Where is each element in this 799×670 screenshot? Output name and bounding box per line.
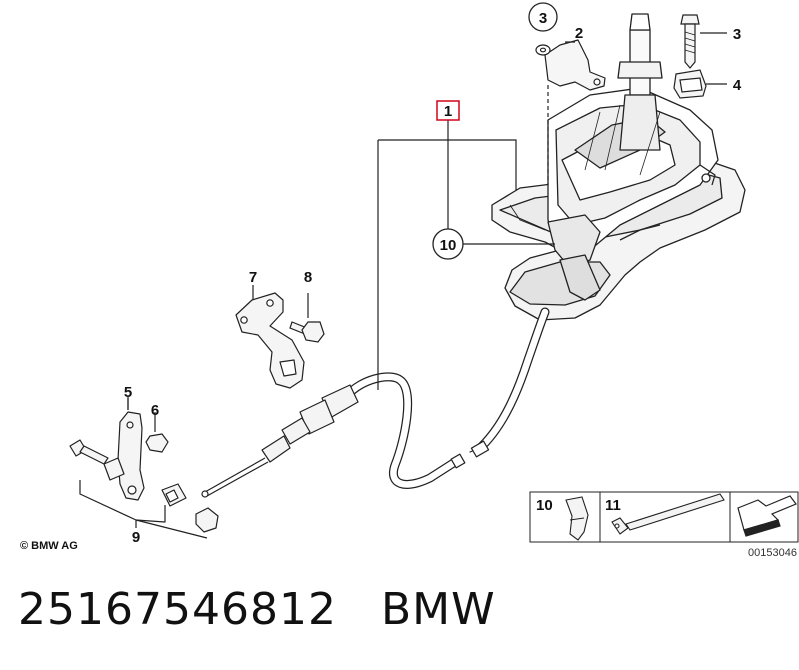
part-number-line: 25167546812 BMW (18, 584, 496, 635)
callout-10-label: 10 (440, 237, 457, 254)
clip-nut-part (673, 69, 727, 99)
callout-5-label: 5 (124, 384, 132, 401)
callout-9-label: 9 (132, 529, 140, 546)
callout-3-label: 3 (733, 26, 741, 43)
washer-part (535, 44, 551, 56)
bushing-cluster (69, 397, 219, 539)
callout-8-label: 8 (304, 269, 312, 286)
lever-bracket-part (235, 292, 305, 389)
shift-cable (343, 307, 550, 489)
shifter-assembly (491, 13, 746, 321)
inset-panel: 10 11 (529, 491, 799, 543)
leader-lines (127, 41, 575, 410)
callout-10: 10 (432, 228, 464, 260)
figure-code: 00153046 (748, 547, 797, 559)
bracket-part (544, 39, 606, 185)
bolt-part (680, 14, 727, 69)
callout-7-label: 7 (249, 269, 257, 286)
callout-1: 1 (436, 100, 460, 121)
callout-1-label: 1 (444, 103, 452, 120)
part-number: 25167546812 (18, 584, 337, 635)
direction-arrow-icon (737, 495, 797, 537)
inset-label-10: 10 (536, 497, 553, 514)
bolt-part-8 (289, 293, 325, 343)
callout-3-circled-label: 3 (539, 10, 547, 27)
brand-name: BMW (380, 584, 496, 635)
inset-label-11: 11 (605, 497, 621, 514)
callout-2-label: 2 (575, 25, 583, 42)
callout-3-circled: 3 (528, 2, 558, 32)
callout-6-label: 6 (151, 402, 159, 419)
cable-end-fitting (201, 384, 359, 498)
callout-4-label: 4 (733, 77, 742, 94)
cable-tie-icon (611, 493, 725, 535)
copyright-text: © BMW AG (20, 540, 78, 552)
